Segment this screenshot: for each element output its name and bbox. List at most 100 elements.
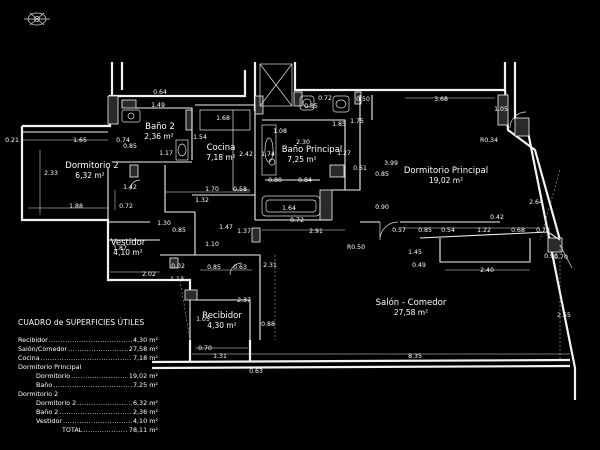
dim-text: 0.54 xyxy=(441,227,455,234)
dim-text: 1.70 xyxy=(205,186,219,193)
room-name-dormitorio-principal: Dormitorio Principal xyxy=(404,166,488,176)
dim-text: 0.80 xyxy=(268,177,282,184)
row-label: Cocina xyxy=(18,354,40,362)
dim-text: 1.10 xyxy=(205,241,219,248)
dim-text: 1.75 xyxy=(350,118,364,125)
row-label: Vestidor xyxy=(36,417,63,425)
dim-text: 0.72 xyxy=(290,217,304,224)
dim-text: R0.34 xyxy=(480,137,498,144)
dim-text: 0.58 xyxy=(233,186,247,193)
row-value: 7,25 m² xyxy=(132,381,158,389)
fixtures xyxy=(121,95,350,217)
dim-text: 1.27 xyxy=(337,150,351,157)
shaft xyxy=(259,63,293,107)
row-label: Salón/Comedor xyxy=(18,345,67,353)
dim-text: 0.78 xyxy=(536,227,550,234)
dim-text: 0.74 xyxy=(116,137,130,144)
table-row: Baño 7,25 m² xyxy=(18,381,158,390)
dim-text: 0.90 xyxy=(544,253,558,260)
dim-text: 1.30 xyxy=(157,220,171,227)
doors xyxy=(129,111,573,276)
dim-text: 0.49 xyxy=(412,262,426,269)
dim-text: 1.45 xyxy=(408,249,422,256)
dim-text: 1.42 xyxy=(123,184,137,191)
interior-walls xyxy=(22,95,561,340)
dim-text: 1.87 xyxy=(113,245,127,252)
dim-text: 0.72 xyxy=(119,203,133,210)
room-area-cocina: 7,18 m² xyxy=(206,153,235,162)
dim-text: 0.70 xyxy=(198,345,212,352)
row-value: 19,02 m² xyxy=(128,372,158,380)
dim-text: 0.64 xyxy=(153,89,167,96)
row-label: Dormitorio xyxy=(36,372,71,380)
row-label: Dormitorio 2 xyxy=(36,399,77,407)
dim-text: 1.49 xyxy=(151,102,165,109)
dim-text: 1.17 xyxy=(159,150,173,157)
dim-text: 0.63 xyxy=(233,264,247,271)
dim-text: 1.05 xyxy=(196,316,210,323)
dim-text: 0.70 xyxy=(554,254,568,261)
dim-text: 0.90 xyxy=(375,204,389,211)
row-label: Baño 2 xyxy=(36,408,59,416)
dim-text: 1.54 xyxy=(193,134,207,141)
dim-text: 1.37 xyxy=(237,228,251,235)
total-label: TOTAL xyxy=(62,426,83,434)
dim-text: 0.85 xyxy=(207,264,221,271)
dim-text: 0.42 xyxy=(490,214,504,221)
dim-text: 0.57 xyxy=(392,227,406,234)
room-name-bano-principal: Baño Principal xyxy=(282,145,343,155)
dim-text: 2.55 xyxy=(557,312,571,319)
dim-text: 2.64 xyxy=(529,199,543,206)
dim-text: 0.50 xyxy=(356,96,370,103)
dim-text: 1.32 xyxy=(195,197,209,204)
dim-text: R0.50 xyxy=(347,244,365,251)
dim-text: 0.88 xyxy=(261,321,275,328)
room-area-bano-principal: 7,25 m² xyxy=(287,155,316,164)
row-label: Baño xyxy=(36,381,53,389)
dim-text: 2.37 xyxy=(237,297,251,304)
dim-text: 1.64 xyxy=(282,205,296,212)
dim-text: 1.05 xyxy=(494,106,508,113)
room-area-dormitorio2: 6,32 m² xyxy=(75,171,104,180)
room-area-vestidor: 4,10 m² xyxy=(113,248,142,257)
table-row: Baño 2 2,36 m² xyxy=(18,408,158,417)
row-label: Recibidor xyxy=(18,336,48,344)
total-value: 78,11 m² xyxy=(128,426,158,434)
row-value: 4,10 m² xyxy=(132,417,158,425)
room-name-bano2: Baño 2 xyxy=(145,122,175,132)
dim-text: 0.61 xyxy=(353,165,367,172)
dim-text: 0.85 xyxy=(418,227,432,234)
dim-text: 1.47 xyxy=(219,224,233,231)
room-name-recibidor: Recibidor xyxy=(202,311,242,321)
room-area-dormitorio-principal: 19,02 m² xyxy=(429,176,463,185)
dim-text: 0.63 xyxy=(249,368,263,375)
dim-text: 1.22 xyxy=(477,227,491,234)
room-labels: Baño 2 2,36 m² Dormitorio 2 6,32 m² Coci… xyxy=(65,122,488,330)
dim-text: 0.85 xyxy=(304,103,318,110)
dim-text: 1.68 xyxy=(216,115,230,122)
room-name-dormitorio2: Dormitorio 2 xyxy=(65,161,118,171)
dim-text: 0.02 xyxy=(171,263,185,270)
table-row: Vestidor 4,10 m² xyxy=(18,417,158,426)
row-value: 6,32 m² xyxy=(132,399,158,407)
dim-text: 2.31 xyxy=(263,262,277,269)
dimension-lines xyxy=(22,97,570,360)
dim-text: 2.30 xyxy=(296,139,310,146)
dim-text: 8.35 xyxy=(408,353,422,360)
dim-text: 1.65 xyxy=(73,137,87,144)
dimension-texts: 0.64 1.49 1.68 0.72 0.85 0.50 3.68 1.05 … xyxy=(5,89,571,375)
room-name-cocina: Cocina xyxy=(207,143,236,153)
row-value: 2,36 m² xyxy=(132,408,158,416)
dim-text: 2.33 xyxy=(44,170,58,177)
room-area-bano2: 2,36 m² xyxy=(144,132,173,141)
dim-text: 1.88 xyxy=(69,203,83,210)
dim-text: 2.40 xyxy=(480,267,494,274)
room-area-recibidor: 4,30 m² xyxy=(207,321,236,330)
dim-text: 0.85 xyxy=(375,171,389,178)
table-row: Dormitorio 19,02 m² xyxy=(18,372,158,381)
dim-text: 1.13 xyxy=(170,276,184,283)
table-total-row: TOTAL 78,11 m² xyxy=(18,426,158,435)
